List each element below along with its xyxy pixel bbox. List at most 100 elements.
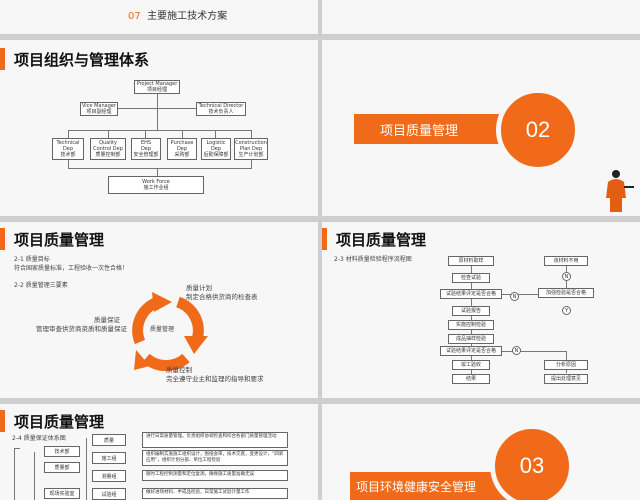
flow-n-marker: N	[510, 292, 519, 301]
org-dept-quality: Quality Control Dep 质量控制部	[90, 138, 126, 160]
flow-side-text: 提出处理意见	[550, 376, 581, 382]
flow-side-text: 加强检验是否合格	[545, 290, 586, 296]
flow-step-text: 原材料取样	[458, 258, 484, 264]
section-number: 03	[490, 424, 574, 500]
flow-step-text: 成品抽样检验	[455, 336, 486, 342]
line	[14, 448, 15, 500]
org-dept-logistic: Logistic Dep 后勤保障部	[201, 138, 231, 160]
flow-n-text: N	[512, 293, 517, 300]
dept-cn: 生产计划部	[238, 152, 264, 158]
flow-step-text: 检查试验	[460, 275, 481, 281]
row-label-text: 测量组	[101, 473, 117, 480]
flow-step: 结果	[452, 374, 490, 384]
line	[215, 130, 216, 138]
assure-text: 管理审查供货商资质和质量保证	[36, 325, 127, 333]
flow-step: 实施控制检验	[448, 320, 494, 330]
dept-en: Construction	[235, 140, 267, 146]
slide-top-left: 07 主要施工技术方案	[0, 0, 318, 34]
flow-step-text: 实施控制检验	[455, 322, 486, 328]
control-title: 质量控制	[166, 366, 192, 374]
wf-cn: 施工作业组	[143, 185, 169, 191]
org-tech-dir: Technical Director 技术负责人	[196, 102, 246, 116]
cycle-arrows-icon	[132, 292, 208, 372]
flow-step-text: 结果	[465, 376, 476, 382]
slide-title: 项目质量管理	[14, 231, 105, 249]
assure-title: 质量保证	[94, 316, 120, 324]
org-dept-construction: Construction Plan Dep 生产计划部	[234, 138, 268, 160]
system-row-label: 试验组	[92, 488, 126, 500]
toc-text: 主要施工技术方案	[147, 11, 228, 22]
org-pm-cn: 项目经理	[146, 87, 167, 93]
section-num-text: 03	[519, 453, 545, 478]
dept-en: EHS	[140, 140, 152, 146]
line	[502, 351, 566, 352]
title-bar	[0, 48, 5, 70]
dept-en: Logistic	[206, 140, 226, 146]
flow-step: 试验结果评定是否合格	[440, 289, 502, 299]
line	[502, 294, 566, 295]
flow-n-marker: N	[512, 346, 521, 355]
system-row-desc: 进行日常质量管理。负责组织协调检查和综合各部门质量管理活动	[142, 432, 288, 448]
org-dept-technical: Technical Dep 技术部	[52, 138, 84, 160]
line	[251, 160, 252, 168]
flow-y-text: Y	[564, 307, 569, 314]
slide-title: 项目组织与管理体系	[14, 51, 150, 69]
dept-en2: Plan Dep	[239, 146, 263, 152]
slide-flow: 项目质量管理 2-3 材料质量检验程序流程图 原材料取样 检查试验 试验结果评定…	[322, 222, 640, 398]
flow-side: 该材料不用	[544, 256, 588, 266]
system-row-desc: 做好进场材料、半成品检验，日常施工试验计量工作	[142, 488, 288, 499]
plan-title: 质量计划	[186, 284, 212, 292]
org-tech-en: Technical Director	[198, 103, 244, 109]
flow-side: 加强检验是否合格	[538, 288, 594, 298]
org-workforce: Work Force 施工作业组	[108, 176, 204, 194]
system-row-label: 质量	[92, 434, 126, 446]
flow-step: 检查试验	[452, 273, 490, 283]
line	[100, 108, 224, 109]
flow-side: 分析原因	[544, 360, 588, 370]
plan-text: 制定合格供货商的检查表	[186, 293, 258, 301]
org-dept-purchase: Purchase Dep 采购部	[167, 138, 197, 160]
org-pm-en: Project Manager	[136, 81, 178, 87]
flow-side-text: 该材料不用	[553, 258, 579, 264]
worker-silhouette-icon	[606, 170, 634, 212]
system-row-desc: 随时工程控制测量和定位复测，确保施工质量准确无误	[142, 470, 288, 481]
flow-side: 提出处理意见	[544, 374, 588, 384]
dept-en: Quality	[99, 140, 117, 146]
flow-step-text: 试验结果评定是否合格	[445, 348, 496, 354]
slide-title: 项目质量管理	[336, 231, 427, 249]
section-title: 项目质量管理	[380, 123, 459, 139]
line	[145, 130, 146, 138]
flow-y-marker: Y	[562, 306, 571, 315]
flow-step: 竣工验收	[452, 360, 490, 370]
dept-cn: 采购部	[174, 152, 190, 158]
flow-side-text: 分析原因	[555, 362, 576, 368]
org-vice-en: Vice Manager	[81, 103, 117, 109]
toc-item: 07 主要施工技术方案	[128, 10, 227, 24]
section-number: 02	[496, 88, 580, 172]
system-mid: 技术部	[44, 446, 80, 457]
flow-step-text: 竣工验收	[460, 362, 481, 368]
system-mid: 现场实验室	[44, 488, 80, 499]
flow-n-text: N	[514, 347, 519, 354]
org-vice: Vice Manager 项目副经理	[80, 102, 118, 116]
dept-cn: 技术部	[60, 152, 76, 158]
org-pm: Project Manager 项目经理	[134, 80, 180, 94]
row-desc-text: 做好进场材料、半成品检验，日常施工试验计量工作	[146, 490, 250, 495]
title-bar	[0, 410, 5, 432]
dept-en: Technical	[56, 140, 80, 146]
goal-head: 2-1 质量目标	[14, 256, 50, 263]
section-num-text: 02	[525, 117, 551, 142]
line	[182, 130, 183, 138]
dept-en2: Dep	[62, 146, 74, 152]
system-mid-text: 技术部	[54, 449, 70, 455]
line	[68, 160, 69, 168]
dept-cn: 后勤保障部	[203, 152, 229, 158]
row-label-text: 施工组	[101, 455, 117, 462]
line	[68, 130, 69, 138]
dept-cn: 质量控制部	[95, 152, 121, 158]
org-tech-cn: 技术负责人	[208, 109, 234, 115]
flow-n-text: N	[564, 273, 569, 280]
line	[68, 168, 252, 169]
line	[86, 438, 87, 500]
manage-label: 质量管理	[150, 326, 175, 333]
